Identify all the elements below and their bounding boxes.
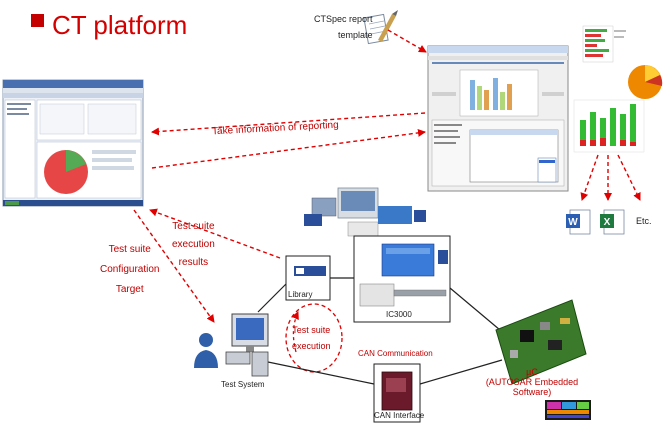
svg-text:W: W — [568, 217, 578, 228]
microcontroller-label: µC (AUTOSAR Embedded Software) — [485, 367, 579, 397]
debugger-hardware-photo — [304, 187, 426, 237]
library-box — [285, 255, 331, 301]
execution-loop — [285, 303, 343, 373]
test-system-label: Test System — [221, 380, 265, 389]
connection-lines — [257, 277, 503, 385]
results-arrow-label: Test suite execution results — [172, 221, 215, 268]
bar-chart-thumbnail — [573, 99, 645, 153]
microcontroller-board — [495, 299, 587, 385]
execution-loop-label: Test suite execution — [292, 325, 331, 351]
can-interface-label: CAN Interface — [374, 411, 425, 420]
reporting-arrows — [133, 29, 641, 323]
can-interface-box — [373, 363, 421, 423]
pie-chart-thumbnail — [628, 65, 663, 99]
can-communication-label: CAN Communication — [358, 349, 433, 358]
title-bullet — [31, 14, 44, 27]
test-system-computer — [194, 313, 269, 377]
bar-table-thumbnail — [582, 25, 626, 63]
word-document-icon: W — [566, 209, 591, 235]
report-viewer-screenshot — [2, 79, 144, 207]
page-title: CT platform — [52, 10, 188, 40]
etc-label: Etc. — [636, 216, 652, 226]
library-label: Library — [288, 290, 313, 299]
autosar-architecture-thumbnail — [545, 400, 591, 420]
template-label: CTSpec report template — [314, 14, 373, 40]
excel-spreadsheet-icon: X — [600, 209, 625, 235]
svg-text:X: X — [604, 217, 611, 228]
report-window-screenshot — [427, 45, 569, 192]
config-arrow-label: Test suite Configuration Target — [100, 244, 160, 295]
ic3000-label: IC3000 — [386, 310, 412, 319]
ic3000-box — [353, 235, 451, 323]
notepad-icon — [363, 10, 398, 45]
